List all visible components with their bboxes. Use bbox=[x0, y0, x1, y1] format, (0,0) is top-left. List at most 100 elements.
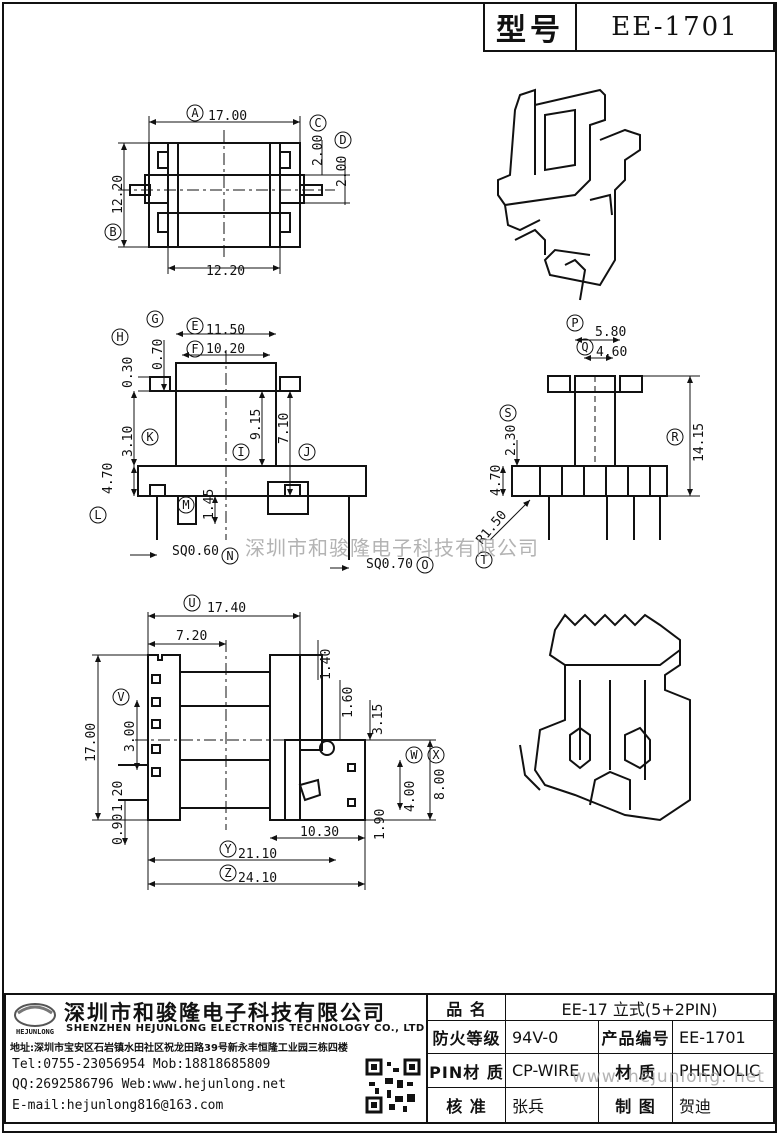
marker-i: I bbox=[232, 443, 250, 461]
svg-text:C: C bbox=[314, 116, 321, 130]
svg-text:1.45: 1.45 bbox=[202, 489, 217, 520]
svg-text:A: A bbox=[191, 106, 199, 120]
marker-u: U bbox=[183, 594, 201, 612]
svg-text:3.10: 3.10 bbox=[121, 426, 136, 457]
marker-o: O bbox=[416, 556, 434, 574]
svg-text:0.30: 0.30 bbox=[121, 357, 136, 388]
spec-check-value: 张兵 bbox=[506, 1088, 599, 1122]
model-label: 型号 bbox=[485, 4, 577, 50]
svg-text:4.70: 4.70 bbox=[101, 463, 116, 494]
dimension-labels: 17.00 2.00 2.00 12.20 12.20 11.50 10.20 … bbox=[84, 109, 707, 886]
spec-name-label: 品 名 bbox=[428, 995, 506, 1021]
spec-draw-value: 贺迪 bbox=[679, 1097, 712, 1116]
marker-f: F bbox=[186, 340, 204, 358]
svg-text:8.00: 8.00 bbox=[433, 769, 448, 800]
svg-text:3.00: 3.00 bbox=[123, 721, 138, 752]
circle-markers: A B C D E F G H I J K L M N O P Q R S T … bbox=[89, 104, 684, 882]
watermark-company: 深圳市和骏隆电子科技有限公司 bbox=[245, 536, 539, 560]
svg-text:0.90: 0.90 bbox=[111, 814, 126, 845]
marker-r: R bbox=[666, 428, 684, 446]
company-name-en: SHENZHEN HEJUNLONG ELECTRONIS TECHNOLOGY… bbox=[66, 1023, 425, 1034]
svg-text:4.70: 4.70 bbox=[489, 465, 504, 496]
spec-material-value: PHENOLIC bbox=[673, 1054, 773, 1088]
marker-w: W bbox=[405, 746, 423, 764]
svg-text:P: P bbox=[571, 316, 578, 330]
title-block: HEJUNLONG 深圳市和骏隆电子科技有限公司 SHENZHEN HEJUNL… bbox=[4, 993, 775, 1124]
svg-text:1.60: 1.60 bbox=[341, 687, 356, 718]
company-email: E-mail:hejunlong816@163.com bbox=[12, 1098, 224, 1113]
svg-text:U: U bbox=[188, 596, 195, 610]
svg-text:N: N bbox=[226, 549, 233, 563]
svg-text:2.00: 2.00 bbox=[335, 156, 350, 187]
company-address: 地址:深圳市宝安区石岩镇水田社区祝龙田路39号新永丰恒隆工业园三栋四楼 bbox=[10, 1043, 348, 1054]
svg-text:14.15: 14.15 bbox=[692, 423, 707, 462]
spec-table: 品 名 EE-17 立式(5+2PIN) 防火等级 94V-0 产品编号 EE-… bbox=[428, 995, 773, 1122]
marker-l: L bbox=[89, 506, 107, 524]
svg-text:E: E bbox=[191, 319, 198, 333]
svg-text:17.00: 17.00 bbox=[208, 109, 247, 124]
svg-text:G: G bbox=[151, 312, 158, 326]
qr-code bbox=[365, 1058, 421, 1114]
svg-text:Q: Q bbox=[581, 340, 588, 354]
svg-text:L: L bbox=[94, 508, 101, 522]
marker-m: M bbox=[177, 496, 195, 514]
marker-y: Y bbox=[219, 840, 237, 858]
svg-text:21.10: 21.10 bbox=[238, 847, 277, 862]
bottom-view bbox=[92, 612, 436, 890]
company-block: HEJUNLONG 深圳市和骏隆电子科技有限公司 SHENZHEN HEJUNL… bbox=[6, 995, 428, 1122]
svg-text:I: I bbox=[237, 445, 244, 459]
svg-text:K: K bbox=[146, 430, 154, 444]
svg-text:5.80: 5.80 bbox=[595, 325, 626, 340]
svg-text:Z: Z bbox=[224, 866, 231, 880]
marker-q: Q bbox=[576, 338, 594, 356]
spec-code-value: EE-1701 bbox=[673, 1021, 773, 1054]
marker-t: T bbox=[475, 551, 493, 569]
watermark-website: www. hejunlong. net bbox=[572, 1067, 765, 1087]
model-value: EE-1701 bbox=[611, 12, 739, 42]
spec-draw-label: 制 图 bbox=[599, 1088, 673, 1122]
svg-text:V: V bbox=[117, 690, 124, 704]
svg-text:11.50: 11.50 bbox=[206, 323, 245, 338]
svg-text:12.20: 12.20 bbox=[111, 175, 126, 214]
svg-text:2.30: 2.30 bbox=[504, 425, 519, 456]
svg-text:10.20: 10.20 bbox=[206, 342, 245, 357]
svg-text:1.40: 1.40 bbox=[319, 649, 334, 680]
svg-text:1.90: 1.90 bbox=[373, 809, 388, 840]
spec-fire-label: 防火等级 bbox=[428, 1021, 506, 1054]
svg-text:24.10: 24.10 bbox=[238, 871, 277, 886]
marker-v: V bbox=[112, 688, 130, 706]
svg-text:17.40: 17.40 bbox=[207, 601, 246, 616]
company-tel: Tel:0755-23056954 Mob:18818685809 bbox=[12, 1057, 271, 1072]
marker-s: S bbox=[499, 404, 517, 422]
marker-z: Z bbox=[219, 864, 237, 882]
marker-d: D bbox=[334, 131, 352, 149]
svg-text:H: H bbox=[116, 330, 123, 344]
spec-pin-label: PIN材 质 bbox=[428, 1054, 506, 1088]
marker-h: H bbox=[111, 328, 129, 346]
marker-c: C bbox=[309, 114, 327, 132]
side-view bbox=[489, 337, 700, 541]
marker-x: X bbox=[427, 746, 445, 764]
svg-text:SQ0.60: SQ0.60 bbox=[172, 544, 219, 559]
company-qq-web: QQ:2692586796 Web:www.hejunlong.net bbox=[12, 1077, 286, 1092]
top-view bbox=[118, 116, 350, 274]
model-header: 型号 EE-1701 bbox=[483, 2, 775, 52]
svg-text:M: M bbox=[182, 498, 189, 512]
svg-text:17.00: 17.00 bbox=[84, 723, 99, 762]
isometric-view-top bbox=[497, 88, 641, 301]
spec-fire-value: 94V-0 bbox=[506, 1021, 599, 1054]
svg-text:S: S bbox=[504, 406, 511, 420]
spec-material-label: 材 质 bbox=[599, 1054, 673, 1088]
svg-text:SQ0.70: SQ0.70 bbox=[366, 557, 413, 572]
svg-text:J: J bbox=[303, 445, 310, 459]
company-logo: HEJUNLONG bbox=[14, 1003, 56, 1036]
svg-text:F: F bbox=[191, 342, 198, 356]
marker-p: P bbox=[566, 314, 584, 332]
front-view bbox=[130, 331, 367, 571]
svg-text:R: R bbox=[671, 430, 679, 444]
isometric-view-bottom bbox=[519, 613, 691, 822]
svg-text:7.10: 7.10 bbox=[277, 413, 292, 444]
svg-text:0.70: 0.70 bbox=[151, 339, 166, 370]
svg-text:4.60: 4.60 bbox=[596, 345, 627, 360]
